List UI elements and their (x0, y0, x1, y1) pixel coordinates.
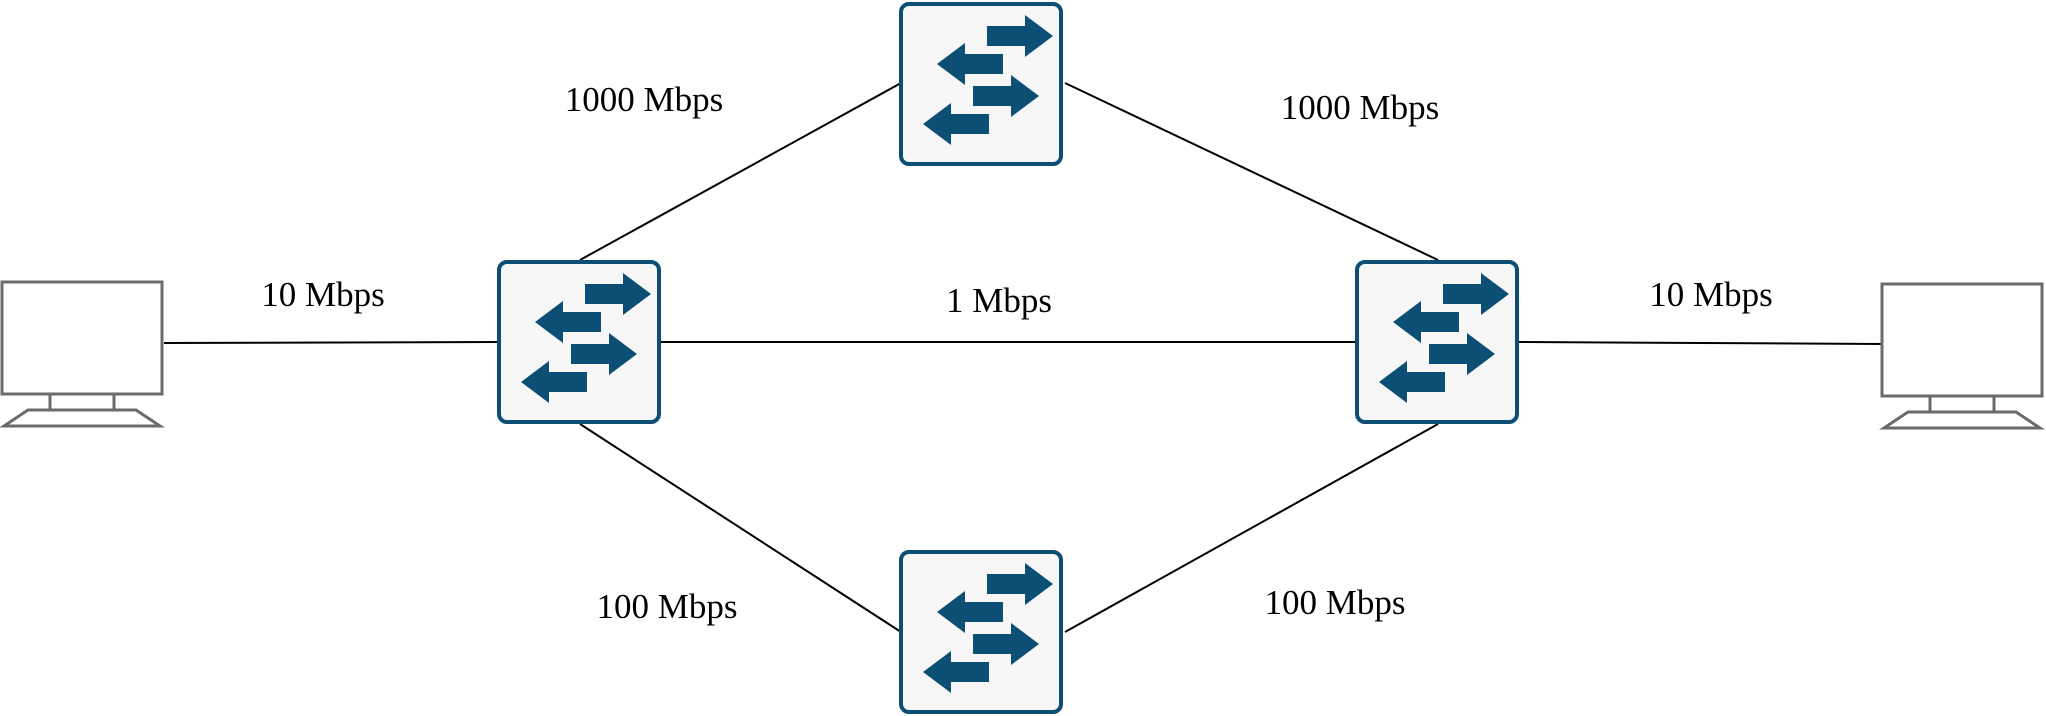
switch-bottom (899, 550, 1063, 714)
network-switch-icon (899, 550, 1063, 714)
link-switch-bottom-switch-right (1064, 423, 1439, 633)
link-switch-left-switch-bottom (579, 423, 902, 633)
network-switch-icon (497, 260, 661, 424)
desktop-computer-icon (1880, 282, 2044, 430)
link-label-switch-right-pc-right: 10 Mbps (1649, 275, 1773, 314)
link-label-switch-left-switch-top: 1000 Mbps (565, 80, 724, 119)
link-switch-left-switch-top (579, 82, 902, 261)
link-labels: 10 Mbps 1000 Mbps 1000 Mbps 1 Mbps 10 Mb… (261, 80, 1773, 626)
computer-left (0, 280, 164, 428)
network-links (163, 82, 1883, 633)
link-label-pc-left-switch-left: 10 Mbps (261, 275, 385, 314)
link-switch-top-switch-right (1064, 82, 1439, 261)
link-label-switch-left-switch-right: 1 Mbps (946, 281, 1052, 320)
desktop-computer-icon (0, 280, 164, 428)
link-label-switch-left-switch-bottom: 100 Mbps (597, 587, 738, 626)
network-switch-icon (1355, 260, 1519, 424)
switch-left (497, 260, 661, 424)
computer-right (1880, 282, 2044, 430)
link-switch-right-pc-right (1518, 341, 1883, 345)
switch-right (1355, 260, 1519, 424)
switch-top (899, 2, 1063, 166)
link-label-switch-bottom-switch-right: 100 Mbps (1265, 583, 1406, 622)
link-pc-left-switch-left (163, 341, 500, 344)
link-label-switch-top-switch-right: 1000 Mbps (1281, 88, 1440, 127)
network-switch-icon (899, 2, 1063, 166)
